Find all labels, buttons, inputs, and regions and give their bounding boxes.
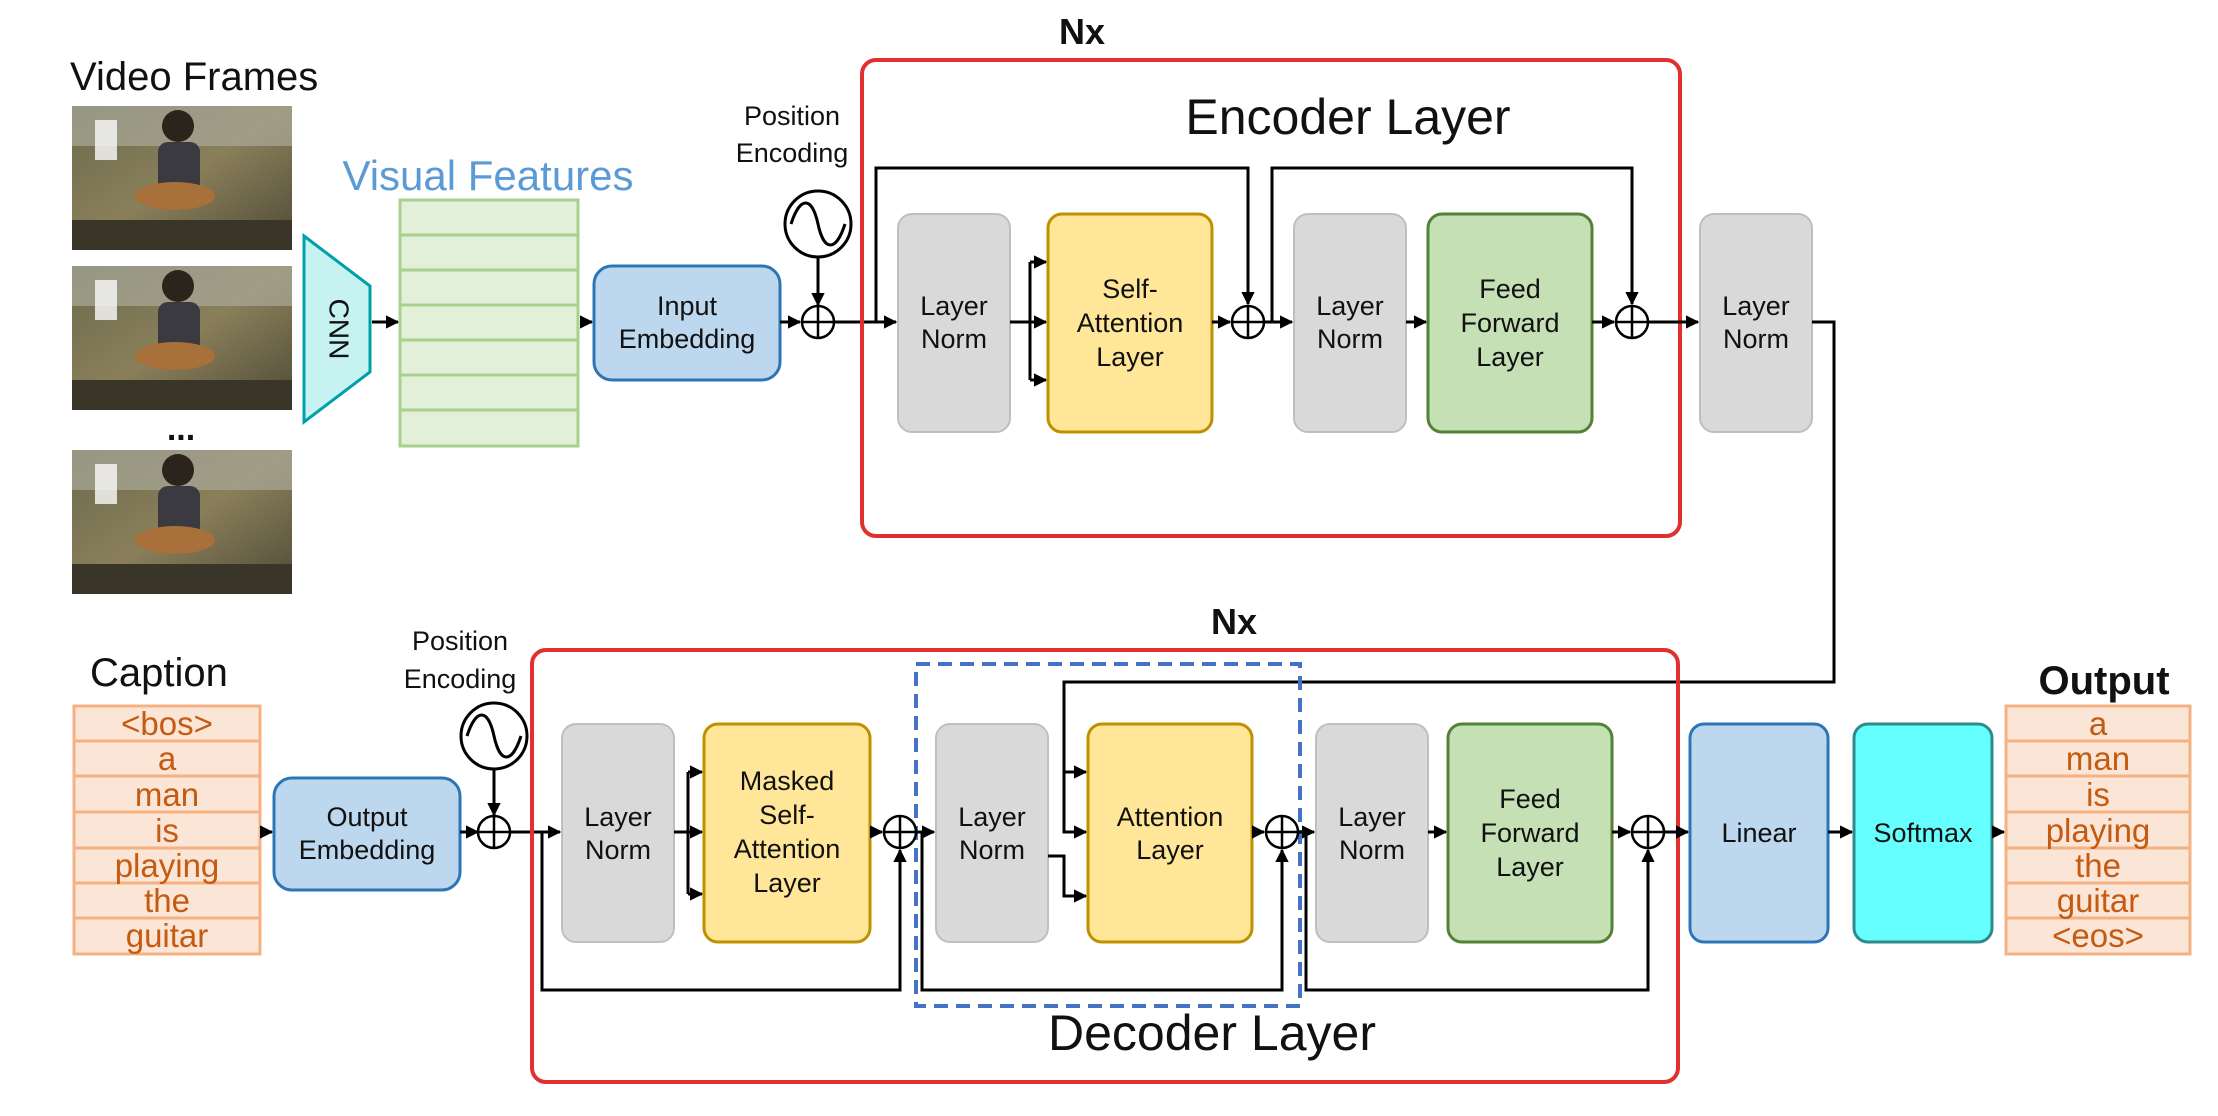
decoder-frame bbox=[530, 648, 1680, 1084]
svg-text:Layer: Layer bbox=[1338, 802, 1406, 832]
svg-text:Norm: Norm bbox=[585, 835, 651, 865]
svg-text:Layer: Layer bbox=[920, 291, 988, 321]
decoder-nx-label: Nx bbox=[1211, 601, 1257, 642]
encoder-add-circle-input bbox=[800, 304, 836, 340]
decoder-position-encoding-icon bbox=[459, 701, 529, 771]
encoder-position-encoding-label-2: Encoding bbox=[736, 138, 849, 168]
encoder-add-circle-1 bbox=[1230, 304, 1266, 340]
svg-text:Embedding: Embedding bbox=[299, 835, 436, 865]
output-word: guitar bbox=[2057, 882, 2140, 919]
svg-text:Forward: Forward bbox=[1480, 818, 1579, 848]
output-word: man bbox=[2066, 740, 2130, 777]
encoder-add-circle-2 bbox=[1614, 304, 1650, 340]
svg-text:Feed: Feed bbox=[1499, 784, 1561, 814]
encoder-layer-norm-1: Layer Norm bbox=[897, 213, 1011, 433]
cross-attention-block: Attention Layer bbox=[1086, 722, 1254, 944]
output-word: is bbox=[2086, 776, 2110, 813]
caption-word: <bos> bbox=[121, 705, 213, 742]
output-words: a man is playing the guitar <eos> bbox=[2004, 704, 2192, 956]
decoder-add-circle-1 bbox=[882, 814, 918, 850]
svg-text:Embedding: Embedding bbox=[619, 324, 756, 354]
video-frame-1 bbox=[72, 106, 292, 250]
caption-word: is bbox=[155, 812, 179, 849]
decoder-title: Decoder Layer bbox=[1048, 1005, 1376, 1061]
caption-word: guitar bbox=[126, 917, 209, 954]
svg-text:Self-: Self- bbox=[1102, 274, 1158, 304]
decoder-add-circle-2 bbox=[1264, 814, 1300, 850]
svg-text:Layer: Layer bbox=[1476, 342, 1544, 372]
decoder-add-circle-3 bbox=[1630, 814, 1666, 850]
decoder-layer-norm-1: Layer Norm bbox=[561, 723, 675, 943]
output-word: the bbox=[2075, 847, 2121, 884]
svg-text:Forward: Forward bbox=[1460, 308, 1559, 338]
svg-text:Layer: Layer bbox=[753, 868, 821, 898]
output-word: <eos> bbox=[2052, 917, 2144, 954]
svg-text:Norm: Norm bbox=[1723, 324, 1789, 354]
svg-text:Attention: Attention bbox=[1117, 802, 1224, 832]
output-embedding-block: Output Embedding bbox=[272, 776, 462, 892]
svg-text:Output: Output bbox=[326, 802, 408, 832]
svg-text:Norm: Norm bbox=[921, 324, 987, 354]
frames-ellipsis: ... bbox=[167, 410, 195, 448]
decoder-feed-forward-block: Feed Forward Layer bbox=[1446, 722, 1614, 944]
decoder-position-encoding-label-2: Encoding bbox=[404, 664, 517, 694]
svg-text:Norm: Norm bbox=[1317, 324, 1383, 354]
decoder-layer-norm-3: Layer Norm bbox=[1315, 723, 1429, 943]
svg-text:Softmax: Softmax bbox=[1873, 818, 1973, 848]
svg-text:Layer: Layer bbox=[1316, 291, 1384, 321]
svg-text:Attention: Attention bbox=[1077, 308, 1184, 338]
output-word: playing bbox=[2046, 812, 2151, 849]
svg-text:CNN: CNN bbox=[324, 299, 355, 360]
svg-text:Attention: Attention bbox=[734, 834, 841, 864]
encoder-title: Encoder Layer bbox=[1185, 89, 1510, 145]
encoder-position-encoding-label: Position bbox=[744, 101, 840, 131]
caption-word: a bbox=[158, 740, 177, 777]
svg-text:Feed: Feed bbox=[1479, 274, 1541, 304]
softmax-block: Softmax bbox=[1852, 722, 1994, 944]
output-word: a bbox=[2089, 705, 2108, 742]
svg-text:Layer: Layer bbox=[958, 802, 1026, 832]
svg-text:Linear: Linear bbox=[1721, 818, 1796, 848]
encoder-frame bbox=[860, 58, 1682, 538]
caption-word: man bbox=[135, 776, 199, 813]
svg-text:Norm: Norm bbox=[959, 835, 1025, 865]
caption-word: the bbox=[144, 882, 190, 919]
decoder-add-circle-input bbox=[476, 814, 512, 850]
cnn-block: CNN bbox=[302, 232, 372, 426]
caption-title: Caption bbox=[90, 651, 228, 695]
video-frame-2 bbox=[72, 266, 292, 410]
video-frame-3 bbox=[72, 450, 292, 594]
video-frames-title: Video Frames bbox=[70, 55, 318, 99]
svg-text:Norm: Norm bbox=[1339, 835, 1405, 865]
svg-text:Masked: Masked bbox=[740, 766, 835, 796]
svg-text:Input: Input bbox=[657, 291, 718, 321]
encoder-feed-forward-block: Feed Forward Layer bbox=[1426, 212, 1594, 434]
svg-text:Layer: Layer bbox=[1136, 835, 1204, 865]
visual-features-grid bbox=[398, 198, 580, 448]
encoder-nx-label: Nx bbox=[1059, 11, 1105, 52]
masked-self-attention-block: Masked Self- Attention Layer bbox=[702, 722, 872, 944]
svg-text:Layer: Layer bbox=[1496, 852, 1564, 882]
svg-text:Self-: Self- bbox=[759, 800, 815, 830]
encoder-position-encoding-icon bbox=[783, 189, 853, 259]
caption-words: <bos> a man is playing the guitar bbox=[72, 704, 262, 956]
svg-text:Layer: Layer bbox=[1722, 291, 1790, 321]
visual-features-label: Visual Features bbox=[342, 152, 633, 199]
final-layer-norm: Layer Norm bbox=[1699, 213, 1813, 433]
input-embedding-block: Input Embedding bbox=[592, 264, 782, 382]
decoder-layer-norm-2: Layer Norm bbox=[935, 723, 1049, 943]
decoder-position-encoding-label: Position bbox=[412, 626, 508, 656]
linear-block: Linear bbox=[1688, 722, 1830, 944]
encoder-layer-norm-2: Layer Norm bbox=[1293, 213, 1407, 433]
caption-word: playing bbox=[115, 847, 220, 884]
output-title: Output bbox=[2038, 659, 2169, 703]
encoder-self-attention-block: Self- Attention Layer bbox=[1046, 212, 1214, 434]
svg-text:Layer: Layer bbox=[1096, 342, 1164, 372]
svg-text:Layer: Layer bbox=[584, 802, 652, 832]
